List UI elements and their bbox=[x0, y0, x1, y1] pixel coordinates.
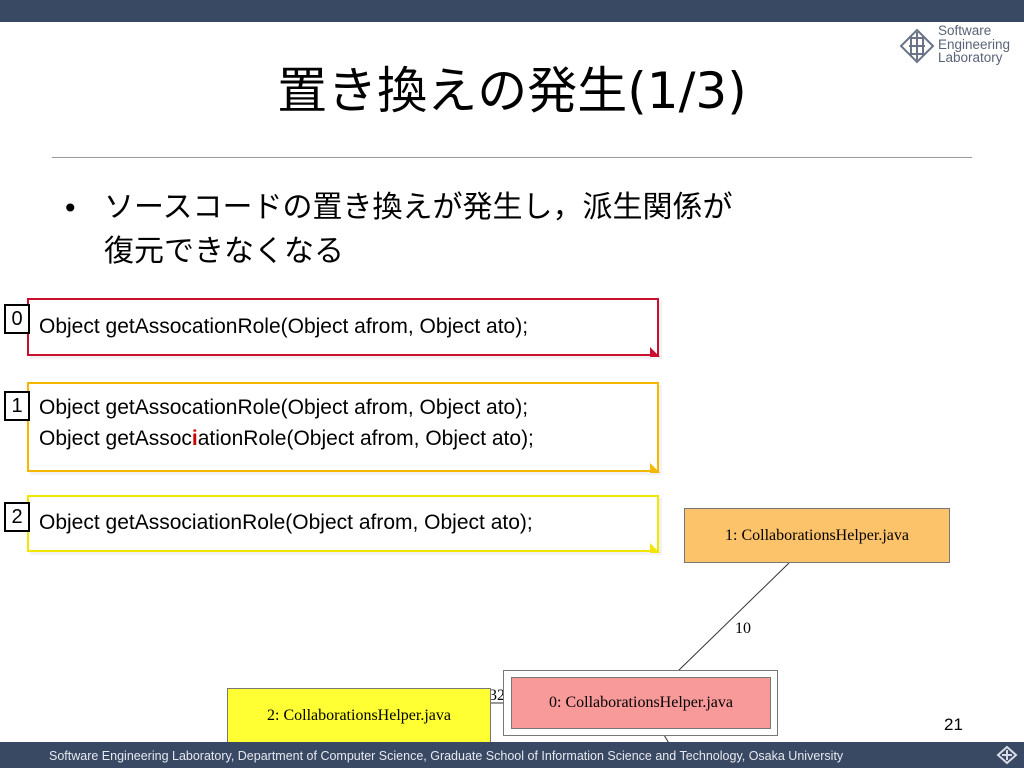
version-1-line-2-part-3: ationRole(Object afrom, Object ato); bbox=[197, 427, 534, 450]
top-bar bbox=[0, 0, 1024, 22]
node-1: 1: CollaborationsHelper.java bbox=[684, 508, 950, 563]
node-0: 0: CollaborationsHelper.java bbox=[511, 677, 771, 729]
lab-logo-icon bbox=[899, 28, 935, 64]
edge-label-2-0: 32 bbox=[489, 687, 505, 704]
logo-line-2: Engineering bbox=[938, 36, 1011, 52]
bullet-text: ソースコードの置き換えが発生し，派生関係が 復元できなくなる bbox=[104, 186, 904, 274]
footer-logo-icon bbox=[996, 745, 1018, 765]
edge-1-0 bbox=[676, 562, 790, 673]
bullet-line-1: ソースコードの置き換えが発生し，派生関係が bbox=[104, 190, 733, 225]
title-divider bbox=[52, 157, 972, 158]
logo-line-1: Software bbox=[938, 23, 992, 38]
edge-label-1-0: 10 bbox=[735, 620, 751, 637]
node-2-label: 2: CollaborationsHelper.java bbox=[267, 707, 451, 724]
version-1-index: 1 bbox=[4, 391, 30, 421]
version-0-line-1: Object getAssocationRole(Object afrom, O… bbox=[39, 315, 529, 338]
logo-line-3: Laboratory bbox=[938, 50, 1003, 65]
footer-bar: Software Engineering Laboratory, Departm… bbox=[0, 742, 1024, 768]
footer-text: Software Engineering Laboratory, Departm… bbox=[49, 749, 844, 763]
version-0-note: Object getAssocationRole(Object afrom, O… bbox=[27, 298, 660, 357]
note-fold bbox=[650, 543, 660, 553]
version-1-line-2-part-1: Object getAssoc bbox=[39, 427, 192, 450]
bullet-line-2: 復元できなくなる bbox=[104, 234, 344, 269]
slide-title: 置き換えの発生(1/3) bbox=[277, 62, 747, 120]
version-1-line-2: Object getAssociationRole(Object afrom, … bbox=[39, 427, 534, 451]
node-1-label: 1: CollaborationsHelper.java bbox=[725, 527, 909, 544]
version-1-line-1: Object getAssocationRole(Object afrom, O… bbox=[39, 396, 529, 419]
page-number: 21 bbox=[944, 715, 963, 734]
node-2: 2: CollaborationsHelper.java bbox=[227, 688, 491, 744]
note-fold bbox=[650, 347, 660, 357]
version-1-note: Object getAssocationRole(Object afrom, O… bbox=[27, 382, 660, 473]
changed-character: i bbox=[191, 427, 198, 450]
bullet-marker: • bbox=[62, 192, 79, 225]
node-0-label: 0: CollaborationsHelper.java bbox=[549, 694, 733, 711]
version-2-note: Object getAssociationRole(Object afrom, … bbox=[27, 495, 660, 553]
note-fold bbox=[650, 463, 660, 473]
lab-logo: Software Engineering Laboratory bbox=[897, 24, 1024, 68]
version-2-index: 2 bbox=[4, 502, 30, 532]
version-0-index: 0 bbox=[4, 304, 30, 334]
version-2-line-1: Object getAssociationRole(Object afrom, … bbox=[39, 511, 533, 534]
